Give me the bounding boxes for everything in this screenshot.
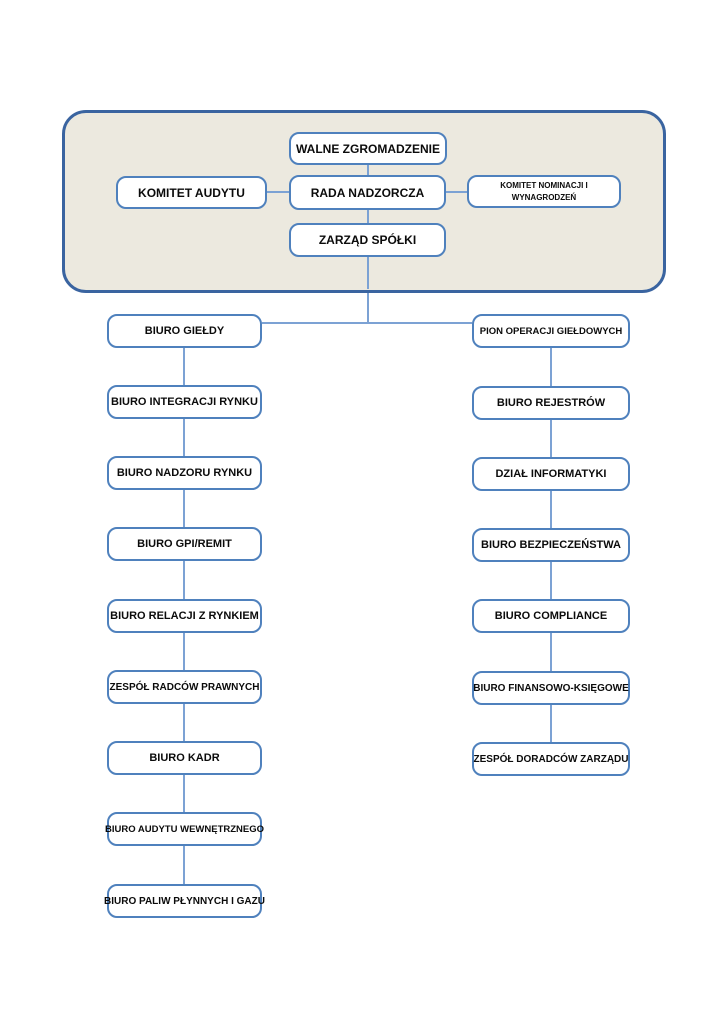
node-biuro-kadr: BIURO KADR — [107, 741, 262, 775]
node-label: BIURO KADR — [149, 752, 220, 764]
connector-zarzad-stem-lower — [366, 293, 369, 323]
connector-walne-rada — [366, 165, 369, 176]
node-label: BIURO PALIW PŁYNNYCH I GAZU — [104, 895, 265, 907]
connector-zarzad-stem-upper — [366, 256, 369, 289]
node-komitet-audytu: KOMITET AUDYTU — [116, 176, 267, 209]
connector-right-0-1 — [550, 348, 552, 387]
node-label: KOMITET AUDYTU — [138, 185, 245, 200]
node-zarzad-spolki: ZARZĄD SPÓŁKI — [289, 223, 446, 257]
connector-right-2-3 — [550, 491, 552, 529]
node-label: BIURO RELACJI Z RYNKIEM — [110, 610, 259, 622]
node-biuro-compliance: BIURO COMPLIANCE — [472, 599, 630, 633]
connector-rada-zarzad — [366, 209, 369, 224]
connector-columns-crossbar — [262, 322, 472, 324]
node-biuro-nadzoru-rynku: BIURO NADZORU RYNKU — [107, 456, 262, 490]
node-dzial-informatyki: DZIAŁ INFORMATYKI — [472, 457, 630, 491]
connector-left-2-3 — [183, 490, 185, 528]
node-label: ZESPÓŁ DORADCÓW ZARZĄDU — [473, 753, 629, 765]
connector-audytu-rada — [267, 191, 290, 193]
node-label: ZESPÓŁ RADCÓW PRAWNYCH — [109, 681, 260, 693]
connector-left-4-5 — [183, 633, 185, 671]
node-label: BIURO AUDYTU WEWNĘTRZNEGO — [104, 823, 265, 835]
connector-left-5-6 — [183, 704, 185, 742]
node-label: WALNE ZGROMADZENIE — [296, 141, 440, 156]
node-biuro-paliw-plynnych-i-gazu: BIURO PALIW PŁYNNYCH I GAZU — [104, 884, 265, 918]
node-label: BIURO INTEGRACJI RYNKU — [111, 396, 258, 408]
node-label: BIURO REJESTRÓW — [496, 397, 606, 409]
connector-right-5-6 — [550, 705, 552, 743]
node-komitet-nominacji-i-wynagrodzen: KOMITET NOMINACJI I WYNAGRODZEŃ — [467, 175, 621, 208]
node-pion-operacji-gieldowych: PION OPERACJI GIEŁDOWYCH — [472, 314, 630, 348]
connector-left-6-7 — [183, 775, 185, 813]
node-rada-nadzorcza: RADA NADZORCZA — [289, 175, 446, 210]
node-label: BIURO COMPLIANCE — [494, 610, 608, 622]
node-label: DZIAŁ INFORMATYKI — [495, 468, 607, 480]
node-biuro-audytu-wewnetrznego: BIURO AUDYTU WEWNĘTRZNEGO — [104, 812, 265, 846]
node-label: BIURO NADZORU RYNKU — [116, 467, 253, 479]
connector-left-1-2 — [183, 419, 185, 457]
node-label: KOMITET NOMINACJI I WYNAGRODZEŃ — [500, 181, 588, 202]
node-biuro-rejestrow: BIURO REJESTRÓW — [472, 386, 630, 420]
connector-right-4-5 — [550, 633, 552, 672]
node-zespol-doradcow-zarzadu: ZESPÓŁ DORADCÓW ZARZĄDU — [472, 742, 630, 776]
connector-right-1-2 — [550, 420, 552, 458]
connector-left-0-1 — [183, 348, 185, 386]
connector-left-3-4 — [183, 561, 185, 600]
node-biuro-finansowo-ksiegowe: BIURO FINANSOWO-KSIĘGOWE — [472, 671, 630, 705]
node-biuro-relacji-z-rynkiem: BIURO RELACJI Z RYNKIEM — [107, 599, 262, 633]
node-label: BIURO GIEŁDY — [144, 325, 225, 337]
connector-right-3-4 — [550, 562, 552, 600]
node-biuro-gpi-remit: BIURO GPI/REMIT — [107, 527, 262, 561]
node-label: ZARZĄD SPÓŁKI — [318, 233, 417, 247]
node-label: BIURO GPI/REMIT — [137, 538, 232, 550]
node-label: PION OPERACJI GIEŁDOWYCH — [479, 325, 623, 337]
node-biuro-bezpieczenstwa: BIURO BEZPIECZEŃSTWA — [472, 528, 630, 562]
node-biuro-integracji-rynku: BIURO INTEGRACJI RYNKU — [107, 385, 262, 419]
node-biuro-gieldy: BIURO GIEŁDY — [107, 314, 262, 348]
node-walne-zgromadzenie: WALNE ZGROMADZENIE — [289, 132, 447, 165]
connector-rada-nominacji — [445, 191, 468, 193]
node-label: BIURO BEZPIECZEŃSTWA — [481, 539, 621, 551]
node-label: RADA NADZORCZA — [310, 185, 425, 200]
node-zespol-radcow-prawnych: ZESPÓŁ RADCÓW PRAWNYCH — [107, 670, 262, 704]
node-label: BIURO FINANSOWO-KSIĘGOWE — [473, 682, 629, 694]
connector-left-7-8 — [183, 846, 185, 885]
